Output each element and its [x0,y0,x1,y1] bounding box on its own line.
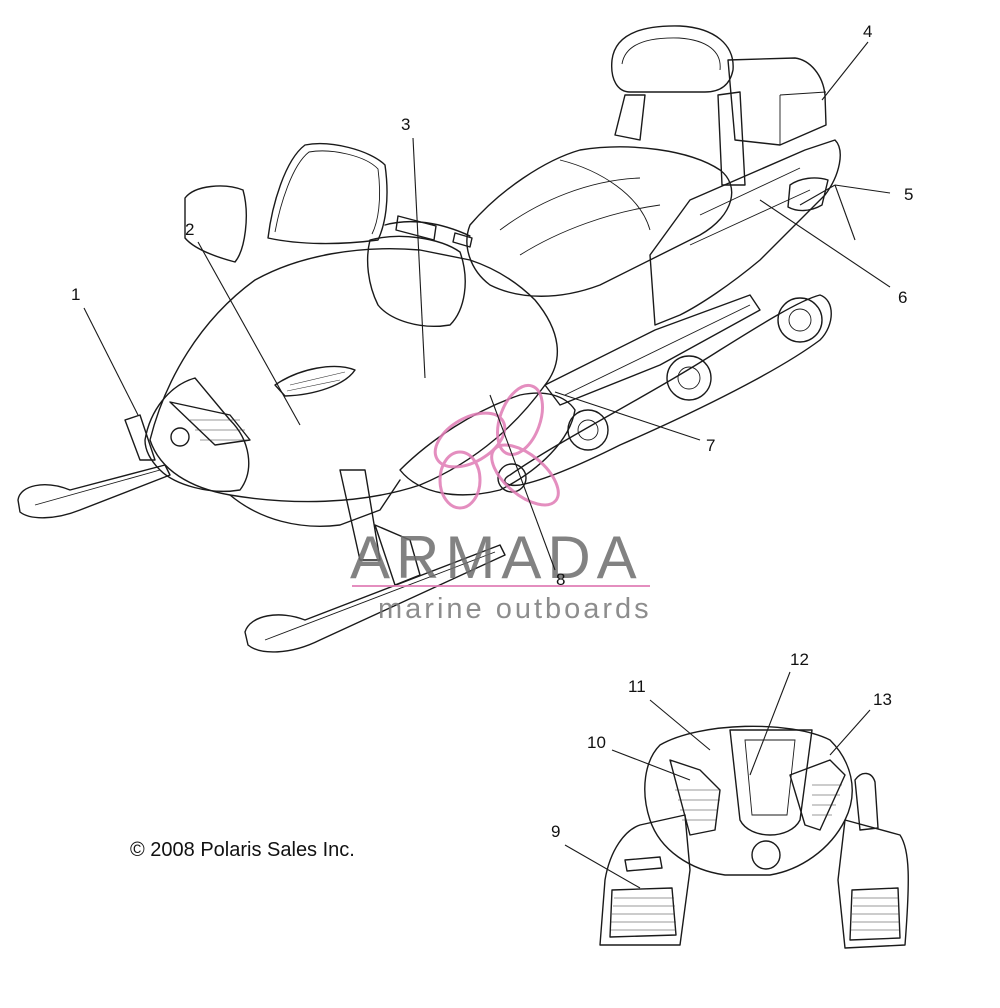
callout-8: 8 [556,570,565,589]
watermark-brand: ARMADA [350,524,643,591]
callout-labels: 1 2 3 4 5 6 7 8 9 10 11 12 13 [71,22,913,841]
callout-2: 2 [185,220,194,239]
callout-7: 7 [706,436,715,455]
callout-13: 13 [873,690,892,709]
watermark-logo: ARMADA marine outboards [350,383,652,625]
callout-10: 10 [587,733,606,752]
snowmobile-illustration [17,25,841,653]
callout-1: 1 [71,285,80,304]
callout-9: 9 [551,822,560,841]
callout-5: 5 [904,185,913,204]
callout-6: 6 [898,288,907,307]
leader-lines [83,41,891,889]
callout-3: 3 [401,115,410,134]
flower-logo-icon [433,383,560,510]
bottom-pan-illustration [599,725,909,949]
watermark-tagline: marine outboards [378,593,652,625]
callout-11: 11 [628,677,646,696]
callout-4: 4 [863,22,872,41]
copyright-notice: © 2008 Polaris Sales Inc. [130,839,355,861]
callout-12: 12 [790,650,809,669]
